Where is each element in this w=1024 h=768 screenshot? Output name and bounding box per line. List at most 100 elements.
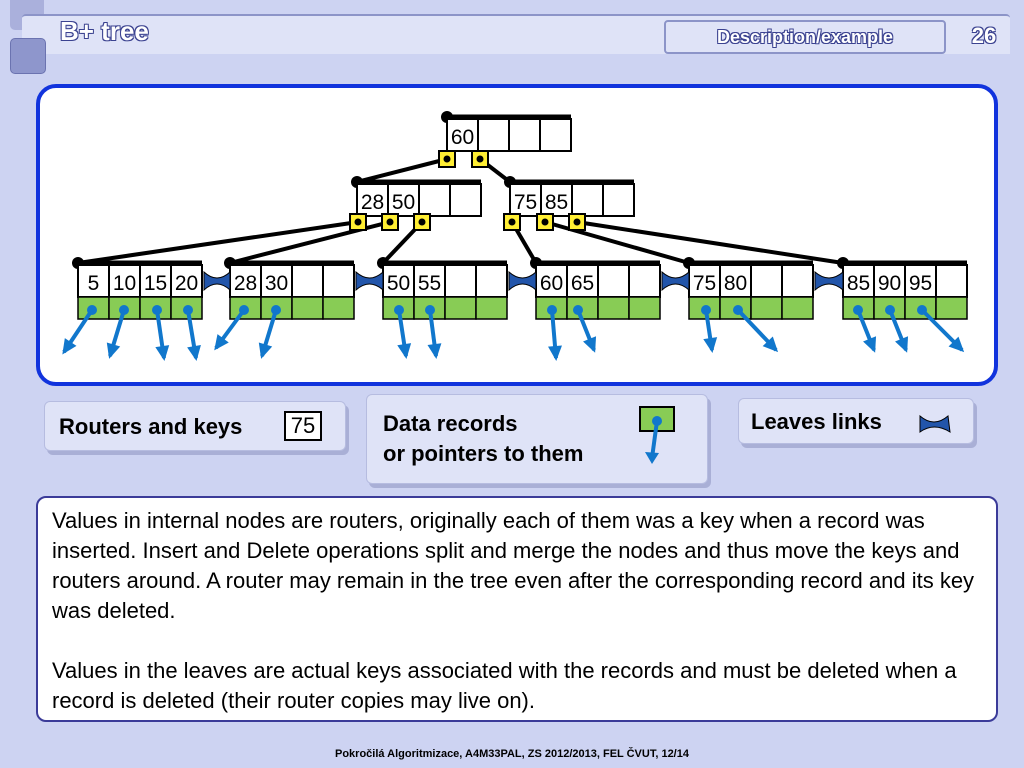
record-pointer-arrow	[397, 343, 412, 359]
leaf-node-key: 95	[909, 272, 932, 295]
internal-node-cell	[571, 183, 604, 217]
record-pointer-arrow	[703, 337, 718, 353]
leaf-node-key: 80	[724, 272, 747, 295]
router-dot	[386, 218, 394, 226]
internal-node-key: 28	[361, 191, 384, 214]
leaf-node-key: 30	[265, 272, 288, 295]
leaf-node-key: 60	[540, 272, 563, 295]
edge-int-leaf	[77, 220, 359, 265]
internal-node-key: 75	[514, 191, 537, 214]
leaf-link	[661, 270, 690, 292]
legend-router-key-example: 75	[284, 411, 322, 441]
record-pointer-arrow	[106, 342, 121, 359]
leaf-link	[814, 270, 844, 292]
description-box: Values in internal nodes are routers, or…	[36, 496, 998, 722]
root-node-cell	[508, 118, 541, 152]
leaf-node-key: 28	[234, 272, 257, 295]
slide-subtitle: Description/example	[664, 20, 946, 54]
router-dot	[418, 218, 426, 226]
leaf-node-key: 90	[878, 272, 901, 295]
leaf-node-cell	[170, 264, 203, 298]
internal-node-cell	[449, 183, 482, 217]
leaf-node-cell	[688, 264, 721, 298]
leaf-node-cell	[628, 264, 661, 298]
leaf-node-key: 10	[113, 272, 136, 295]
record-cell	[628, 296, 661, 320]
leaf-node-key: 15	[144, 272, 167, 295]
record-cell	[597, 296, 630, 320]
leaf-node-cell	[597, 264, 630, 298]
record-pointer-arrow	[62, 338, 77, 355]
record-pointer-arrow	[548, 345, 562, 361]
leaf-node-cell	[291, 264, 324, 298]
record-pointer-arrow	[187, 345, 201, 361]
edge-int-leaf	[576, 220, 844, 265]
internal-node-cell	[602, 183, 635, 217]
record-pointer-arrow	[863, 336, 877, 353]
root-node-cell	[477, 118, 510, 152]
leaf-node-key: 75	[693, 272, 716, 295]
slide-title: B+ tree	[60, 16, 149, 46]
leaf-node-key: 5	[88, 272, 100, 295]
leaf-node-cell	[935, 264, 968, 298]
description-paragraph-2: Values in the leaves are actual keys ass…	[52, 658, 957, 713]
record-cell	[291, 296, 324, 320]
leaf-node-key: 55	[418, 272, 441, 295]
router-dot	[508, 218, 516, 226]
router-dot	[541, 218, 549, 226]
leaf-node-cell	[77, 264, 110, 298]
record-pointer-arrow	[583, 336, 597, 353]
internal-node-cell	[356, 183, 389, 217]
leaf-node-cell	[781, 264, 814, 298]
leaf-node-cell	[842, 264, 875, 298]
decor-square	[10, 38, 46, 74]
leaf-node-key: 85	[847, 272, 870, 295]
record-pointer-arrow	[762, 336, 779, 353]
leaf-node-cell	[413, 264, 446, 298]
record-pointer-arrow	[948, 336, 965, 353]
internal-node-cell	[418, 183, 451, 217]
internal-node-cell	[509, 183, 542, 217]
record-pointer-arrow	[214, 334, 229, 351]
edge-root-left	[356, 157, 448, 184]
internal-node-key: 50	[392, 191, 415, 214]
legend-leaves-links: Leaves links	[738, 398, 974, 444]
record-cell	[781, 296, 814, 320]
leaf-node-cell	[322, 264, 355, 298]
leaf-node-cell	[444, 264, 477, 298]
leaf-node-cell	[750, 264, 783, 298]
footer-text: Pokročilá Algoritmizace, A4M33PAL, ZS 20…	[335, 748, 689, 760]
root-node-cell	[539, 118, 572, 152]
record-cell	[750, 296, 783, 320]
leaf-node-cell	[535, 264, 568, 298]
legend-data-line2: or pointers to them	[383, 441, 584, 466]
record-cell	[444, 296, 477, 320]
root-node-key: 60	[451, 126, 474, 149]
leaf-link	[203, 270, 231, 292]
leaf-link	[355, 270, 384, 292]
record-cell	[475, 296, 508, 320]
legend-routers-label: Routers and keys	[59, 414, 243, 439]
leaf-node-key: 65	[571, 272, 594, 295]
legend-data-line1: Data records	[383, 411, 518, 436]
router-dot	[573, 218, 581, 226]
record-pointer-arrow	[895, 336, 909, 353]
leaf-link-icon	[919, 414, 951, 433]
router-dot	[354, 218, 362, 226]
router-dot	[476, 155, 484, 163]
legend-record-icon	[639, 406, 675, 464]
record-cell	[935, 296, 968, 320]
leaf-node-key: 50	[387, 272, 410, 295]
leaf-link	[508, 270, 537, 292]
record-cell	[322, 296, 355, 320]
page-number: 26	[971, 23, 997, 48]
router-dot	[443, 155, 451, 163]
leaf-node-cell	[475, 264, 508, 298]
record-pointer-arrow	[258, 342, 273, 359]
leaf-node-key: 20	[175, 272, 198, 295]
legend-links-label: Leaves links	[751, 409, 882, 434]
record-pointer-arrow	[427, 343, 442, 359]
record-pointer-arrow	[155, 345, 170, 361]
internal-node-key: 85	[545, 191, 568, 214]
